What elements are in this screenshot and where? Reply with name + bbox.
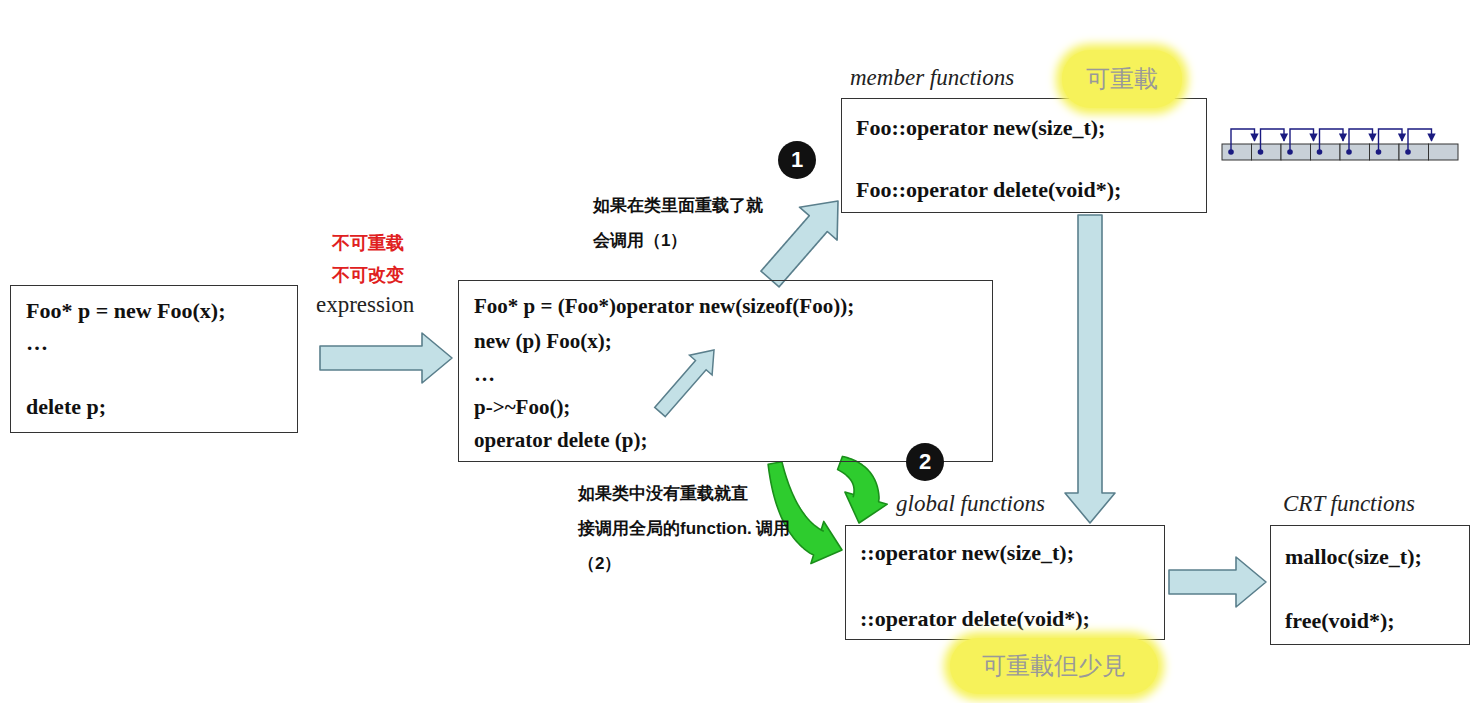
callout-number: 2 [906, 443, 944, 481]
highlight-note: 可重載 [1062, 50, 1182, 108]
callout-number: 1 [778, 141, 816, 179]
curved-arrow [838, 456, 888, 523]
block-arrow [761, 201, 838, 287]
member-functions-box: member functionsFoo::operator new(size_t… [841, 98, 1207, 213]
expression-box: Foo* p = new Foo(x); … delete p; [10, 285, 298, 433]
code-line: ::operator new(size_t); [860, 540, 1074, 566]
block-arrow [320, 333, 452, 383]
block-arrow [1065, 215, 1115, 523]
code-line: operator delete (p); [474, 427, 647, 453]
code-line: Foo* p = new Foo(x); [26, 298, 226, 324]
note-text: 不可改变 [332, 263, 404, 287]
code-line: free(void*); [1285, 608, 1395, 634]
code-line: … [474, 361, 495, 387]
annotation-text: 如果类中没有重载就直 接调用全局的function. 调用（2） [578, 476, 793, 581]
note-text: 不可重载 [332, 231, 404, 255]
global-functions-box: global functions::operator new(size_t);:… [845, 525, 1165, 640]
code-line: p->~Foo(); [474, 394, 570, 420]
inner-block-arrow [655, 350, 714, 417]
expansion-box: Foo* p = (Foo*)operator new(sizeof(Foo))… [458, 280, 993, 462]
code-line: Foo* p = (Foo*)operator new(sizeof(Foo))… [474, 293, 854, 319]
highlight-note: 可重載但少見 [950, 638, 1158, 694]
curved-arrow [768, 462, 842, 564]
code-line: Foo::operator new(size_t); [856, 115, 1105, 141]
block-arrow [1169, 557, 1266, 607]
code-line: malloc(size_t); [1285, 544, 1422, 570]
code-line: new (p) Foo(x); [474, 328, 612, 354]
crt-functions-box: CRT functionsmalloc(size_t);free(void*); [1270, 525, 1470, 645]
code-line: … [26, 330, 48, 356]
annotation-text: 如果在类里面重载了就 会调用（1） [593, 188, 803, 258]
box-heading: global functions [896, 491, 1045, 517]
box-heading: member functions [850, 65, 1014, 91]
code-line: Foo::operator delete(void*); [856, 177, 1121, 203]
edge-label: expression [314, 292, 416, 318]
code-line: delete p; [26, 394, 106, 420]
linked-list-icon [1222, 129, 1458, 160]
code-line: ::operator delete(void*); [860, 606, 1090, 632]
box-heading: CRT functions [1283, 491, 1415, 517]
